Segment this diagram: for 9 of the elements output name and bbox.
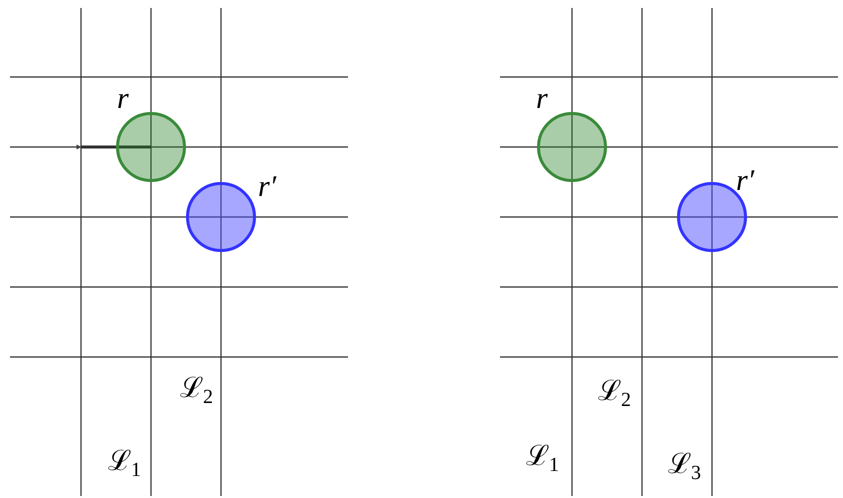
layer-label: ℒ$_{3}$ [668, 451, 701, 483]
circle-label: r′ [258, 172, 276, 202]
circle-label: r [117, 84, 129, 114]
layer-label: ℒ$_{2}$ [180, 375, 213, 407]
circle-label: r′ [736, 166, 754, 196]
layer-label: ℒ$_{2}$ [598, 378, 631, 410]
layer-label: ℒ$_{1}$ [108, 448, 141, 480]
layer-label: ℒ$_{1}$ [526, 443, 559, 475]
circle-label: r [536, 84, 548, 114]
